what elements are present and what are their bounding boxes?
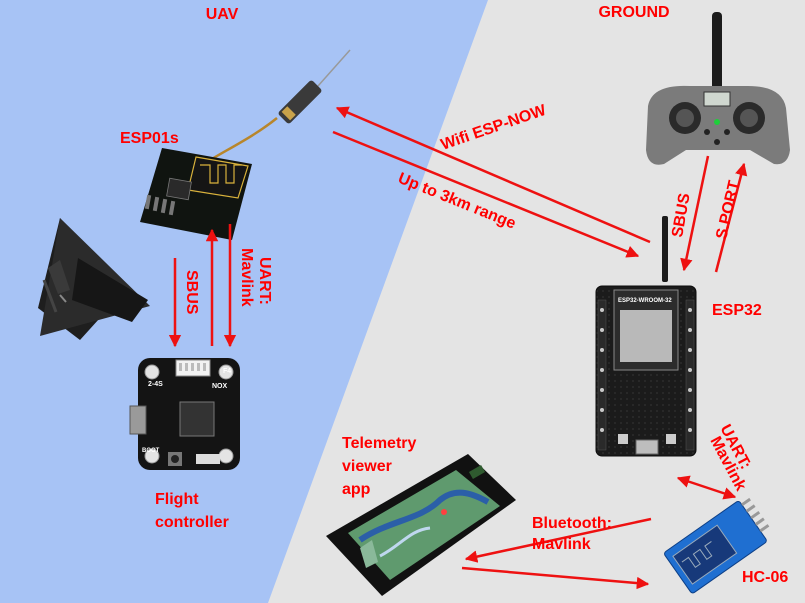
bluetooth-label-line1: Bluetooth: (532, 515, 612, 532)
fc-label-line1: Flight (155, 491, 199, 508)
ground-section-title: GROUND (598, 4, 669, 21)
esp32-board-icon: ESP32-WROOM-32 (595, 216, 697, 457)
esp01s-label: ESP01s (120, 130, 179, 147)
telemetry-label-line1: Telemetry (342, 435, 417, 452)
fc-cells-text: 2-4S (148, 381, 163, 388)
uav-zone (0, 0, 488, 603)
smartphone-map-icon (326, 454, 516, 596)
telemetry-label-line2: viewer (342, 458, 392, 475)
fc-brand-text: NOX (212, 383, 228, 390)
fc-model-text: F4 (223, 368, 231, 375)
uart-uav-label-line2: Mavlink (238, 248, 255, 307)
flying-wing-drone-icon (38, 218, 150, 340)
bluetooth-to-app-arrow (464, 517, 652, 563)
telemetry-label-line3: app (342, 481, 371, 498)
bluetooth-label-line2: Mavlink (532, 536, 591, 553)
esp01s-module-icon (140, 49, 351, 240)
uart-ground-arrow (676, 475, 737, 500)
fc-label-line2: controller (155, 514, 229, 531)
hc06-label: HC-06 (742, 569, 788, 586)
flight-controller-board-icon: F4 NOX 2-4S BOOT (129, 358, 240, 470)
sbus-ground-arrow (680, 155, 710, 272)
uav-section-title: UAV (206, 6, 239, 23)
uart-uav-label-line1: UART: (256, 257, 273, 305)
sport-ground-arrow (714, 162, 748, 273)
bluetooth-to-module-arrow (461, 566, 650, 590)
sbus-uav-label: SBUS (183, 270, 200, 315)
wifi-to-ground-arrow (332, 130, 640, 258)
fc-boot-text: BOOT (142, 448, 160, 454)
esp32-label: ESP32 (712, 302, 762, 319)
radio-transmitter-icon (646, 12, 790, 165)
wifi-to-uav-arrow (335, 106, 651, 244)
hc06-bluetooth-module-icon (664, 497, 770, 594)
esp32-chip-text: ESP32-WROOM-32 (618, 298, 672, 304)
